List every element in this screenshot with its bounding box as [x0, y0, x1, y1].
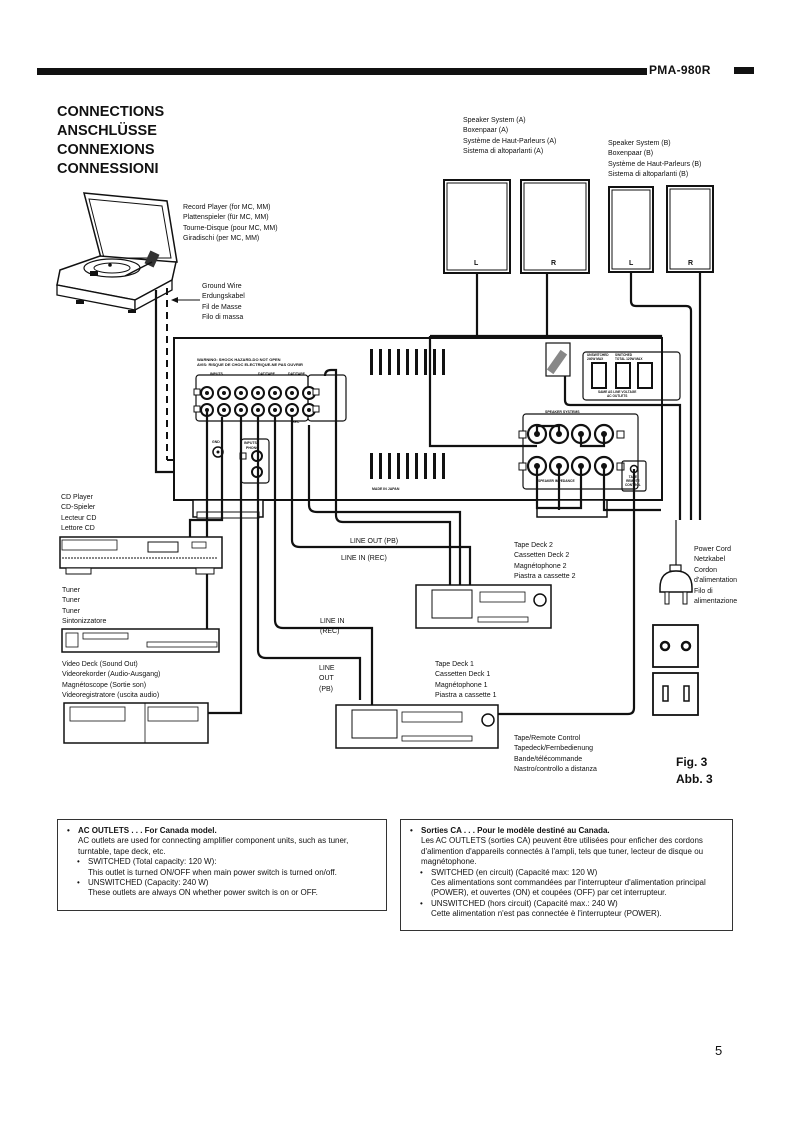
header-rule-end [734, 67, 754, 74]
power-plug-icon [659, 564, 693, 605]
cd-cable [188, 417, 224, 538]
remote-control-cable [489, 469, 636, 716]
tape1-line-out [256, 417, 362, 700]
tape-deck-2-drawing [415, 584, 552, 629]
speaker-b-left-channel: L [629, 260, 634, 267]
line-in-rec-tape2: LINE IN (REC) [341, 555, 387, 562]
speaker-systems-label: SPEAKER SYSTEMS [545, 410, 580, 414]
speaker-impedance-label: SPEAKER IMPEDANCE [538, 479, 575, 483]
speaker-a-right-channel: R [551, 260, 557, 267]
speaker-a-left-channel: L [474, 260, 479, 267]
figure-label: Fig. 3 Abb. 3 [676, 755, 713, 786]
speaker-a-label: Speaker System (A)Boxenpaar (A) Système … [463, 117, 557, 156]
page-number: 5 [715, 1043, 723, 1058]
amp-dattape-2-label: DAT/TAPE [288, 372, 305, 376]
section-titles: CONNECTIONS ANSCHLÜSSE CONNEXIONS CONNES… [57, 103, 164, 179]
amp-inputs-label: INPUTS [210, 372, 223, 376]
tape-deck-1-drawing [335, 704, 499, 749]
speaker-b-right [666, 185, 714, 273]
vent-slots-top [370, 349, 445, 375]
line-out-pb-tape2: LINE OUT (PB) [350, 538, 399, 545]
ac-outlet-round-icon [652, 624, 699, 668]
video-deck-label: Video Deck (Sound Out)Videorekorder (Aud… [62, 661, 161, 700]
record-player-label: Record Player (for MC, MM)Plattenspieler… [183, 204, 278, 243]
note-en: AC OUTLETS . . . For Canada model. AC ou… [57, 819, 387, 911]
speaker-b-left-wire [629, 272, 693, 520]
amp-gnd-label: GND [212, 440, 220, 444]
amp-rec-label: REC [292, 420, 300, 424]
speaker-b-right-channel: R [688, 260, 694, 267]
amp-dattape-1-label: DAT/TAPE [258, 372, 275, 376]
made-in-japan: MADE IN JAPAN [372, 487, 400, 491]
ac-outlet-flat-icon [652, 672, 699, 716]
vent-slots-bottom [370, 453, 445, 479]
speaker-a-left [443, 179, 511, 274]
title-de: ANSCHLÜSSE [57, 123, 157, 139]
tape-remote-jack-label: TAPE REMOTE CONTROL [625, 475, 641, 487]
cd-player-drawing [59, 536, 223, 575]
tape2-line-out [307, 425, 462, 588]
header-rule [37, 68, 647, 75]
tape1-line-in [273, 417, 374, 705]
line-in-rec-tape1: LINE IN(REC) [320, 618, 345, 636]
record-player-drawing [56, 192, 178, 313]
speaker-a-right [520, 179, 590, 274]
amp-phono-inputs-label: INPUTS [244, 441, 257, 445]
tuner-drawing [61, 628, 220, 653]
title-fr: CONNEXIONS [57, 142, 155, 158]
title-en: CONNECTIONS [57, 104, 165, 120]
note-fr: Sorties CA . . . Pour le modèle destiné … [400, 819, 733, 931]
amp-warning: WARNING: SHOCK HAZARD-DO NOT OPEN AVIS: … [197, 357, 303, 367]
video-deck-drawing [63, 702, 209, 744]
amp-phono-label: PHONO [246, 446, 259, 450]
speaker-b-label: Speaker System (B)Boxenpaar (B) Système … [608, 140, 702, 179]
model-name: PMA-980R [649, 63, 711, 77]
title-it: CONNESSIONI [57, 161, 159, 177]
video-cable [207, 417, 243, 715]
tape2-line-in [290, 417, 472, 588]
